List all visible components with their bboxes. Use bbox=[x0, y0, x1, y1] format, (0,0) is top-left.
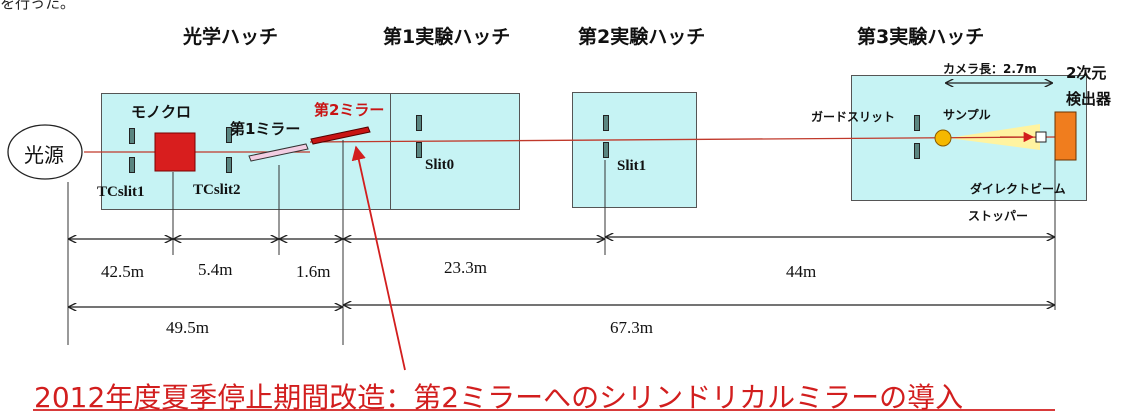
slit1-blade-bottom bbox=[603, 142, 609, 158]
guard-slit-blade-bottom bbox=[914, 143, 920, 159]
tcslit2-blade-bottom bbox=[226, 157, 232, 173]
mirror1-label: 第1ミラー bbox=[230, 120, 301, 138]
camera-length-label: カメラ長：2.7m bbox=[943, 62, 1037, 76]
slit0-blade-top bbox=[416, 115, 422, 131]
caption-pointer-arrow bbox=[351, 145, 406, 371]
dist-label-23-3: 23.3m bbox=[444, 258, 487, 277]
source-ellipse bbox=[7, 124, 83, 180]
monochromator-label: モノクロ bbox=[131, 103, 192, 121]
exp1-hutch-box bbox=[390, 93, 520, 210]
dist-label-49-5: 49.5m bbox=[166, 318, 209, 337]
beam-stop-label-line1: ダイレクトビーム bbox=[970, 182, 1066, 196]
slit1-blade-top bbox=[603, 115, 609, 131]
slit1-label: Slit1 bbox=[617, 158, 647, 174]
dist-label-42-5: 42.5m bbox=[101, 262, 144, 281]
source-label: 光源 bbox=[24, 143, 64, 167]
beam-stop-label-line2: ストッパー bbox=[968, 209, 1029, 223]
tcslit1-label: TCslit1 bbox=[97, 184, 145, 200]
slit0-blade-bottom bbox=[416, 142, 422, 158]
hutch-title-exp3: 第3実験ハッチ bbox=[857, 26, 985, 48]
guard-slit-blade-top bbox=[914, 115, 920, 131]
mirror2-label: 第2ミラー bbox=[314, 101, 385, 119]
dist-label-44: 44m bbox=[786, 262, 817, 281]
sample-label: サンプル bbox=[943, 108, 991, 122]
sample-circle bbox=[934, 129, 952, 147]
hutch-title-optics: 光学ハッチ bbox=[183, 26, 279, 48]
dist-label-1-6: 1.6m bbox=[296, 262, 331, 281]
dist-label-67-3: 67.3m bbox=[610, 318, 653, 337]
hutch-title-exp2: 第2実験ハッチ bbox=[578, 26, 706, 48]
monochromator-block bbox=[154, 132, 196, 172]
tcslit2-label: TCslit2 bbox=[193, 182, 241, 198]
mirror2-plate bbox=[310, 126, 371, 145]
detector-label-line1: 2次元 bbox=[1066, 64, 1107, 82]
detector-block bbox=[1054, 111, 1077, 161]
hutch-title-exp1: 第1実験ハッチ bbox=[383, 26, 511, 48]
tcslit1-blade-bottom bbox=[129, 157, 135, 173]
beam-line-2 bbox=[309, 136, 1056, 143]
mirror1-plate bbox=[248, 143, 309, 162]
guard-slit-label: ガードスリット bbox=[811, 110, 896, 124]
slit0-label: Slit0 bbox=[425, 157, 455, 173]
dist-label-5-4: 5.4m bbox=[198, 260, 233, 279]
tcslit1-blade-top bbox=[129, 128, 135, 144]
modification-caption: 2012年度夏季停止期間改造：第2ミラーへのシリンドリカルミラーの導入 bbox=[34, 381, 964, 414]
beam-stop-square bbox=[1035, 131, 1047, 143]
detector-label-line2: 検出器 bbox=[1066, 90, 1112, 108]
top-clipped-text: を行った。 bbox=[0, 0, 76, 12]
tcslit2-blade-top bbox=[226, 127, 232, 143]
exp2-hutch-box bbox=[572, 92, 697, 208]
